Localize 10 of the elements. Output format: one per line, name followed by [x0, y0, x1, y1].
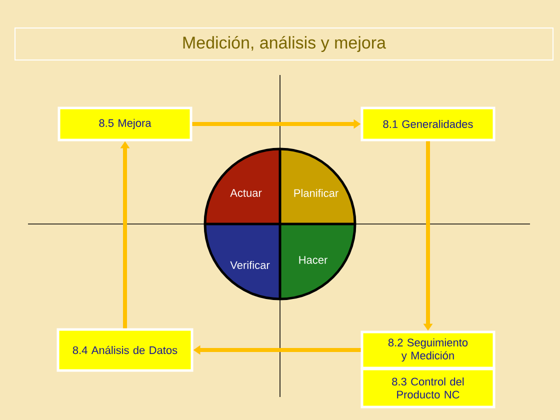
cycle-quadrant: Actuar: [205, 149, 280, 224]
title: Medición, análisis y mejora: [14, 28, 554, 60]
process-box: 8.3 Control del Producto NC: [360, 368, 496, 408]
cycle-quadrant: Verificar: [205, 224, 280, 299]
cycle-quadrant: Planificar: [280, 149, 355, 224]
process-box: 8.2 Seguimiento y Medición: [360, 330, 496, 370]
process-box: 8.1 Generalidades: [360, 106, 496, 142]
process-box: 8.5 Mejora: [58, 106, 192, 142]
process-box: 8.4 Análisis de Datos: [56, 328, 194, 372]
cycle-quadrant: Hacer: [280, 224, 355, 299]
